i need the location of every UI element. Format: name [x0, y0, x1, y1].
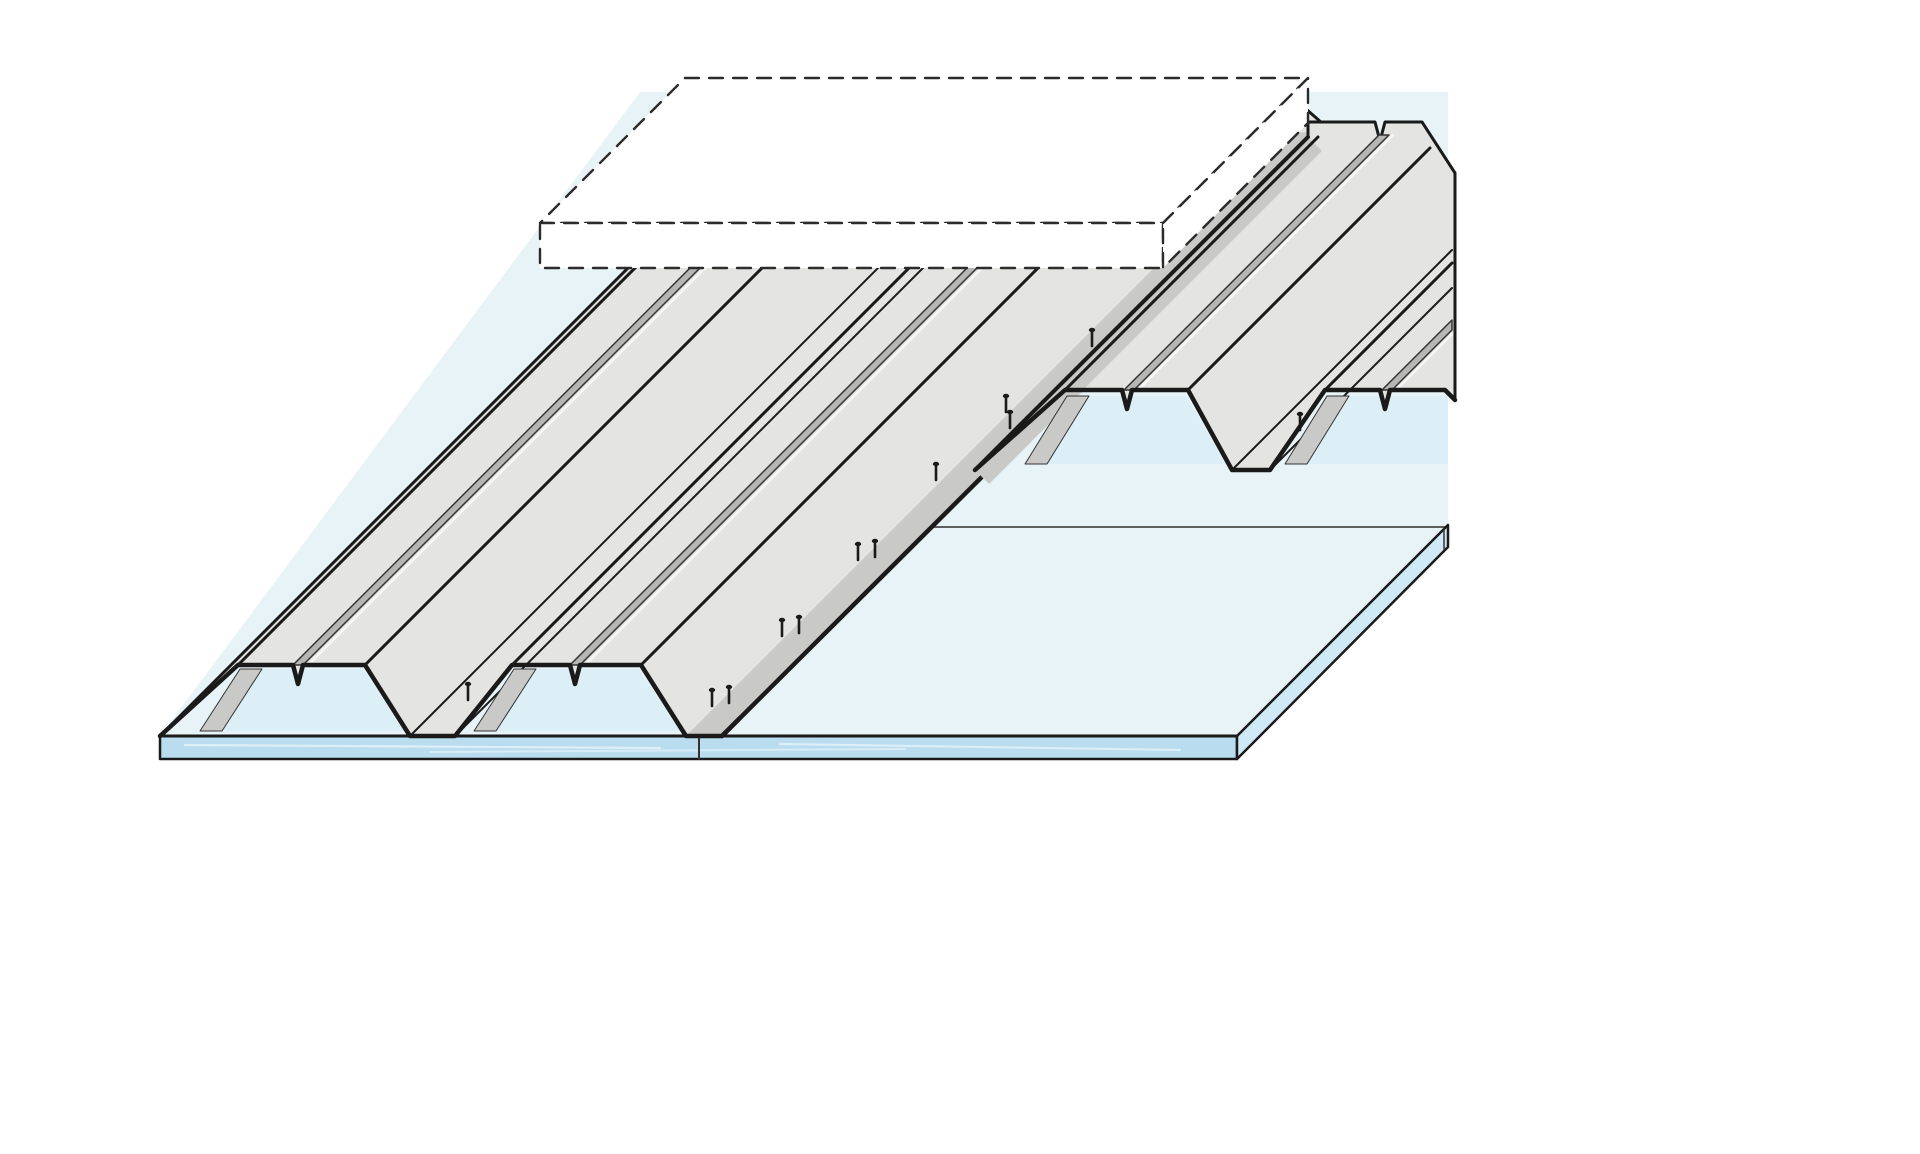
screw-head	[464, 681, 472, 687]
screw-head	[1088, 327, 1096, 333]
screw-head	[778, 617, 786, 623]
fastener-screw	[871, 538, 879, 559]
fastener-screw	[1296, 411, 1304, 432]
screw-head	[795, 614, 803, 620]
deck-front-highlight-3	[778, 742, 1182, 752]
screw-head	[871, 538, 879, 544]
sheet-left-void-2-inner-web	[473, 668, 537, 732]
fastener-screw	[778, 617, 786, 638]
fastener-screw	[725, 684, 733, 705]
insulation-board-front-face	[538, 221, 1165, 270]
fastener-screw	[854, 541, 862, 562]
sheet-right-crest1-left-edge	[1063, 135, 1320, 392]
screw-head	[725, 684, 733, 690]
fastener-screw	[932, 461, 940, 482]
sheet-right-edge-line	[973, 135, 1310, 472]
sheet-right-groove-1-highlight	[1136, 133, 1395, 392]
sheet-left-front-profile	[157, 662, 743, 739]
sheet-right-front-profile	[972, 387, 1458, 473]
fastener-screw	[1002, 393, 1010, 414]
sheet-right-void-2-inner-web	[1284, 395, 1350, 465]
screw-head	[854, 541, 862, 547]
deck-side-face	[1235, 523, 1450, 761]
sheet-right-valley-line-1	[1231, 249, 1453, 471]
fastener-screw	[708, 687, 716, 708]
screw-head	[1006, 409, 1014, 415]
sheet-right-void-1-inner-web	[1024, 395, 1090, 465]
sheet-right-edge-overlap-flange	[975, 137, 1322, 484]
deck-front-highlight-2	[429, 748, 906, 753]
deck-front-highlight-1	[183, 743, 662, 750]
insulation-board-right-face	[1161, 76, 1310, 270]
sheet-right-crest1-right-edge	[1186, 146, 1432, 392]
screw-head	[1002, 393, 1010, 399]
sheet-left-void-1-inner-web	[199, 668, 263, 732]
fastener-screw	[464, 681, 472, 702]
fastener-screw	[795, 614, 803, 635]
screw-head	[1296, 411, 1304, 417]
sheet-right-crest2-left-edge	[1323, 261, 1454, 392]
sheet-right-groove-2-highlight	[1394, 332, 1454, 392]
screw-head	[708, 687, 716, 693]
fastener-screw	[1006, 409, 1014, 430]
screw-head	[932, 461, 940, 467]
fastener-screw	[1088, 327, 1096, 348]
